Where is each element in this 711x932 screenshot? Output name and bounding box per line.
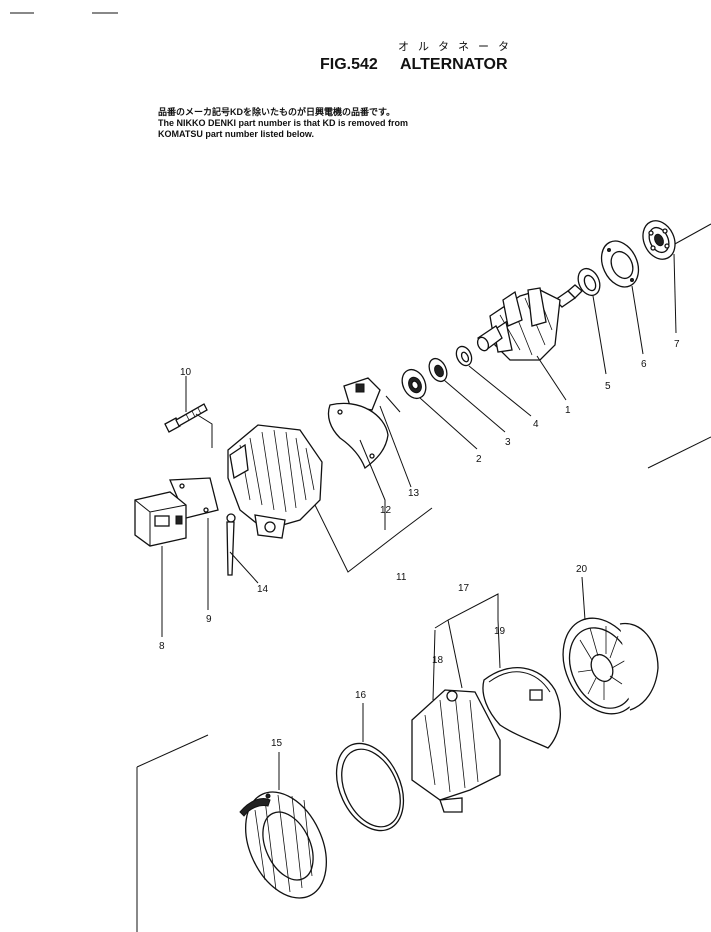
callout-13: 13 (408, 488, 420, 499)
callout-18: 18 (432, 655, 444, 666)
callout-4: 4 (533, 419, 539, 430)
callout-12: 12 (380, 505, 392, 516)
callout-numbers: 1 2 3 4 5 6 7 8 9 10 11 12 13 14 15 16 1… (159, 339, 680, 749)
callout-16: 16 (355, 690, 367, 701)
note-line-3: KOMATSU part number listed below. (158, 129, 314, 139)
part-2-bearing (401, 368, 427, 400)
page-title: ALTERNATOR (400, 56, 508, 73)
callout-8: 8 (159, 641, 165, 652)
part-16-o-ring (335, 742, 405, 832)
callout-1: 1 (565, 405, 571, 416)
figure-number: FIG.542 (320, 56, 378, 73)
part-7-bearing (642, 220, 676, 260)
part-4-collar (455, 345, 473, 367)
part-8-regulator (134, 491, 187, 547)
callout-7: 7 (674, 339, 680, 350)
callout-17: 17 (458, 583, 470, 594)
axis-frame-line-right-lower (647, 436, 711, 469)
part-19-cover (482, 667, 561, 749)
title-japanese: オルタネータ (398, 40, 518, 53)
part-11-rear-frame (227, 424, 323, 539)
part-15-stator (239, 791, 327, 899)
part-13-brush-holder (343, 377, 401, 413)
callout-10: 10 (180, 367, 192, 378)
callout-19: 19 (494, 626, 506, 637)
callout-14: 14 (257, 584, 269, 595)
part-1-rotor (476, 284, 583, 361)
callout-5: 5 (605, 381, 611, 392)
callout-9: 9 (206, 614, 212, 625)
callout-11: 11 (396, 572, 407, 583)
part-20-pulley-fan (562, 617, 659, 715)
part-6-retainer-plate (600, 240, 640, 288)
part-10-bolt (164, 403, 208, 433)
part-5-bearing (577, 267, 601, 297)
note-line-japanese: 品番のメーカ記号KDを除いたものが日興電機の品番です。 (158, 106, 395, 117)
note-line-2: The NIKKO DENKI part number is that KD i… (158, 118, 408, 128)
part-3-washer (428, 357, 448, 383)
part-12-cover (327, 402, 389, 470)
leader-lines-lower (278, 576, 586, 790)
callout-2: 2 (476, 454, 482, 465)
callout-20: 20 (576, 564, 588, 575)
axis-frame-line-left (136, 734, 209, 768)
leader-lines-upper (161, 253, 677, 637)
part-14-terminal (226, 513, 236, 576)
callout-3: 3 (505, 437, 511, 448)
callout-15: 15 (271, 738, 283, 749)
callout-6: 6 (641, 359, 647, 370)
part-18-front-frame (411, 689, 501, 813)
